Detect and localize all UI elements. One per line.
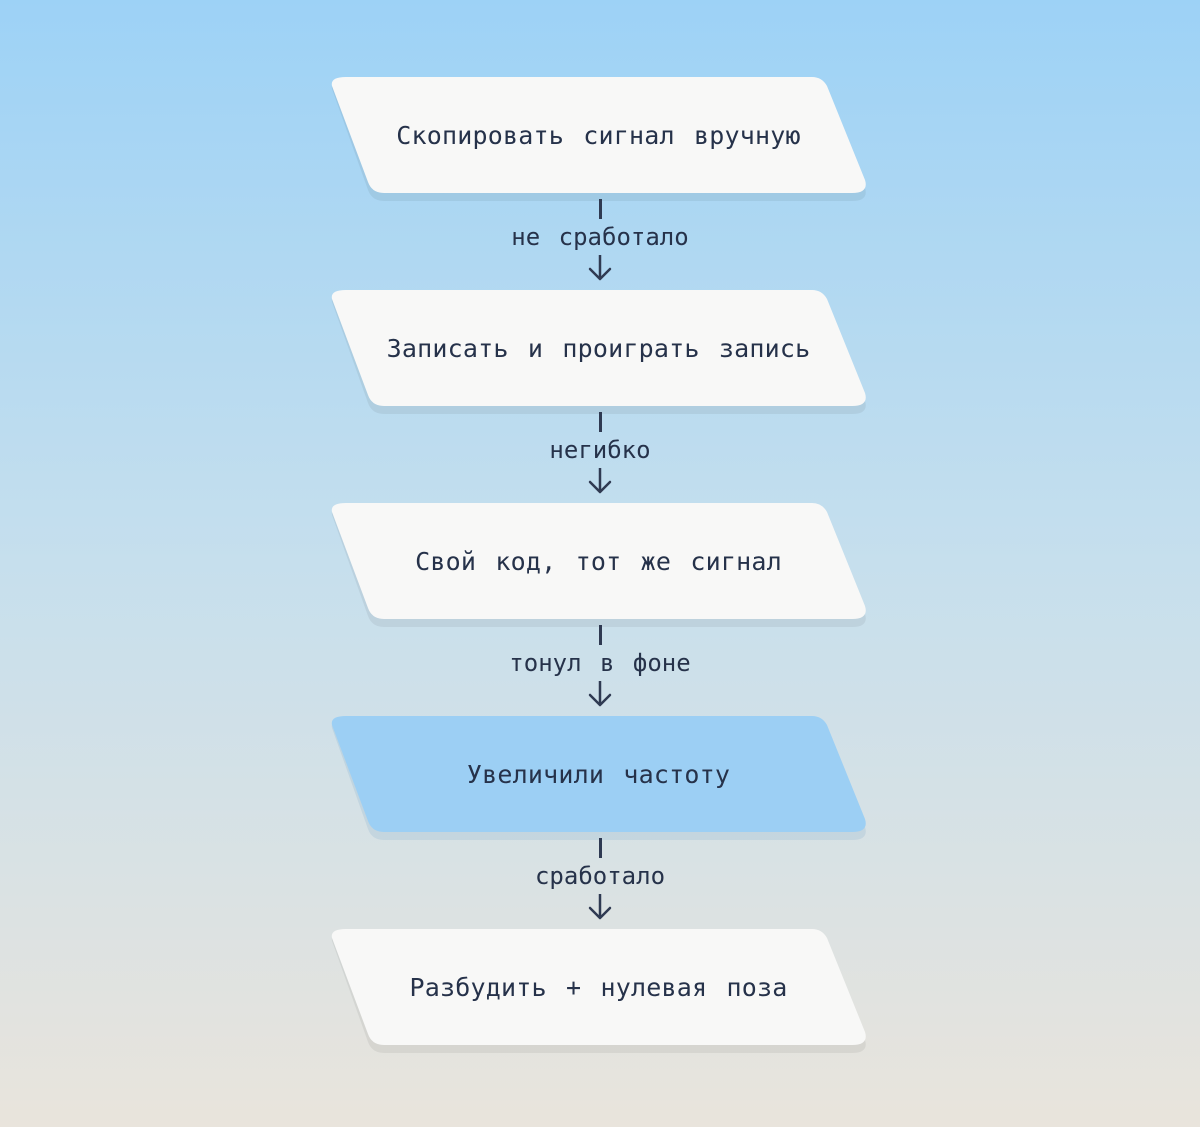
- edge-label: не сработало: [511, 223, 689, 251]
- flow-step-wake-zero-pose: Разбудить + нулевая поза: [331, 929, 866, 1053]
- connector-line: [599, 199, 602, 219]
- arrow-down-icon: [588, 894, 612, 920]
- flow-step-label: Записать и проиграть запись: [386, 333, 811, 363]
- arrow-down-icon: [588, 255, 612, 281]
- connector-line: [599, 625, 602, 645]
- flow-edge-inflexible: негибко: [450, 408, 750, 496]
- flow-step-label: Свой код, тот же сигнал: [415, 546, 782, 576]
- flow-edge-worked: сработало: [450, 834, 750, 922]
- parallelogram-shape-highlighted: [331, 716, 866, 840]
- edge-label: негибко: [549, 436, 651, 464]
- flow-step-copy-signal: Скопировать сигнал вручную: [331, 77, 866, 201]
- parallelogram-shape: [331, 77, 866, 201]
- edge-label: тонул в фоне: [509, 649, 691, 677]
- flow-step-label: Увеличили частоту: [466, 759, 731, 789]
- flow-step-label: Разбудить + нулевая поза: [409, 972, 788, 1002]
- arrow-down-icon: [588, 468, 612, 494]
- connector-line: [599, 412, 602, 432]
- parallelogram-shape: [331, 503, 866, 627]
- parallelogram-shape: [331, 929, 866, 1053]
- flow-step-increase-frequency: Увеличили частоту: [331, 716, 866, 840]
- flow-step-own-code: Свой код, тот же сигнал: [331, 503, 866, 627]
- parallelogram-shape: [331, 290, 866, 414]
- flow-step-label: Скопировать сигнал вручную: [396, 120, 801, 150]
- connector-line: [599, 838, 602, 858]
- edge-label: сработало: [534, 862, 666, 890]
- flow-step-record-play: Записать и проиграть запись: [331, 290, 866, 414]
- flow-edge-drowned-in-background: тонул в фоне: [450, 621, 750, 709]
- flow-edge-not-worked: не сработало: [450, 195, 750, 283]
- arrow-down-icon: [588, 681, 612, 707]
